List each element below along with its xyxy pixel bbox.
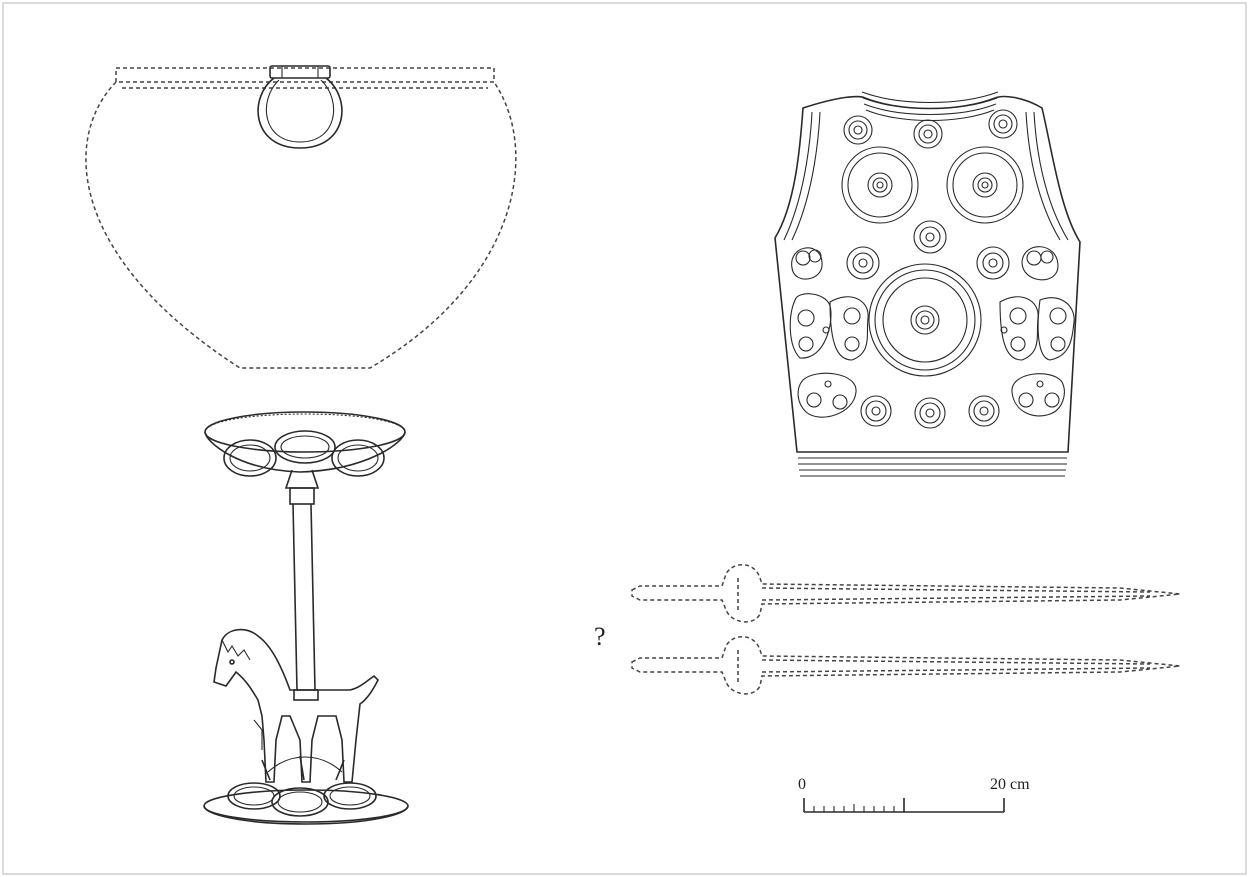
uncertain-sword-mark: ?	[594, 622, 606, 651]
scale-start-label: 0	[798, 776, 806, 793]
spiral-ornaments	[789, 246, 1075, 418]
cuirass-drawing	[774, 91, 1081, 477]
horse-figure	[213, 628, 379, 783]
sword-upper	[631, 564, 1181, 623]
stand-shaft	[284, 469, 320, 701]
scale-end-label: 20 cm	[990, 776, 1030, 793]
central-boss	[868, 263, 982, 377]
stand-top-dish	[204, 411, 406, 477]
small-bosses	[843, 109, 1018, 429]
cauldron-handle	[257, 65, 343, 149]
stand-base	[203, 755, 409, 825]
cauldron-drawing	[85, 65, 517, 369]
horse-stand-drawing	[203, 411, 409, 825]
upper-bosses	[841, 146, 1024, 224]
sword-lower	[631, 636, 1181, 695]
scale-bar	[803, 798, 1005, 813]
